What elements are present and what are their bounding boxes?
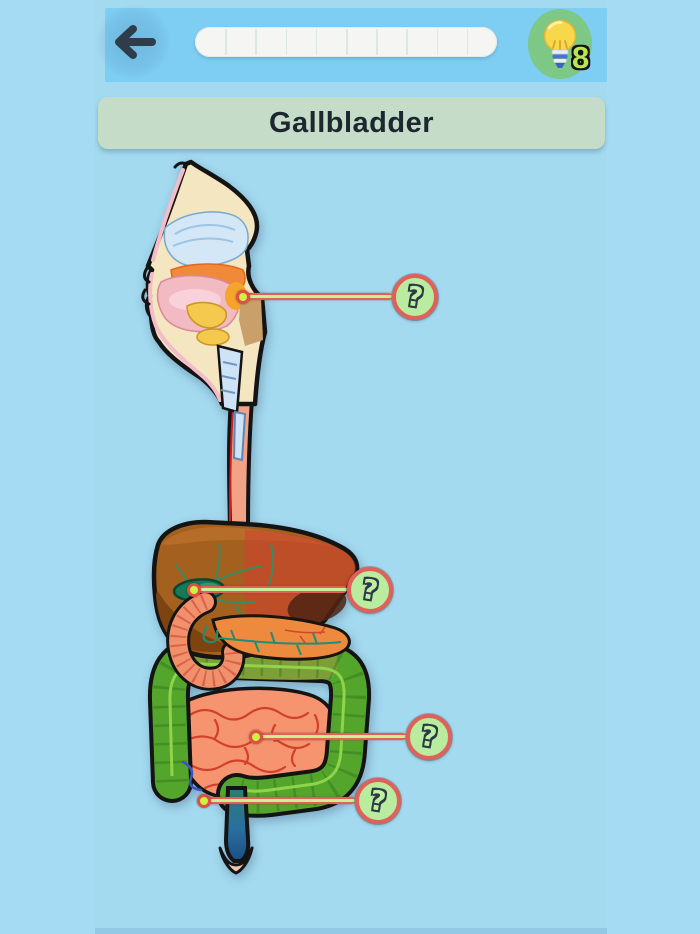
organ-anus[interactable] <box>218 846 254 875</box>
marker-line <box>243 293 392 300</box>
question-marker-mouth[interactable]: ? <box>392 274 438 320</box>
question-title: Gallbladder <box>268 106 435 139</box>
question-mark-label: ? <box>418 720 440 754</box>
organ-appendix[interactable] <box>181 760 203 792</box>
marker-endpoint-dot <box>197 794 211 808</box>
progress-bar <box>195 27 497 57</box>
bottom-edge-strip <box>95 928 607 934</box>
marker-endpoint-dot <box>249 730 263 744</box>
back-button[interactable] <box>96 5 170 79</box>
trachea <box>216 344 247 462</box>
digestive-system-illustration[interactable] <box>95 150 607 934</box>
question-title-bar: Gallbladder <box>98 97 605 149</box>
marker-line <box>256 733 406 740</box>
marker-endpoint-dot <box>187 583 201 597</box>
question-marker-gallbladder[interactable]: ? <box>347 567 393 613</box>
marker-line <box>194 586 347 593</box>
question-mark-label: ? <box>367 784 389 818</box>
organ-duodenum[interactable] <box>166 590 246 691</box>
question-marker-small-intestine[interactable]: ? <box>406 714 452 760</box>
marker-line <box>204 797 355 804</box>
arrow-left-icon <box>115 25 156 59</box>
organ-pancreas[interactable] <box>202 614 351 661</box>
question-marker-appendix[interactable]: ? <box>355 778 401 824</box>
question-mark-label: ? <box>359 573 381 607</box>
organ-rectum[interactable] <box>218 786 254 875</box>
hint-button[interactable] <box>528 9 592 79</box>
salivary-gland <box>186 301 227 329</box>
marker-endpoint-dot <box>236 290 250 304</box>
question-mark-label: ? <box>404 280 426 314</box>
lightbulb-icon <box>543 19 577 68</box>
head-cross-section[interactable] <box>141 159 268 462</box>
